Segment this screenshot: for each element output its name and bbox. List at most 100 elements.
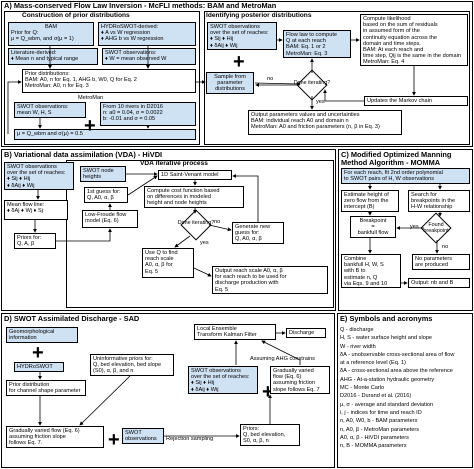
prior-line: BAM: A0, n for Eq. 1, AHG b, W0, Q for E… [25, 77, 137, 84]
symbol-item: AHG - At-a-station hydraulic geometry [340, 376, 435, 383]
gvf2-box: Gradually varied flow (Eq. 6) assuming f… [270, 366, 330, 394]
prior-line: Prior distributions: [25, 71, 70, 77]
uq-line: Eq. 5 [145, 268, 159, 275]
swot-node-box: SWOT node heights [80, 166, 126, 182]
flowlaw-line: Flow law to compute [286, 32, 337, 38]
flowlaw-box: Flow law to compute Q at each reach BAM:… [283, 30, 351, 58]
hydro-line: HYDRoSWOT-derived: [101, 24, 159, 30]
symbol-item: i, j - indices for time and reach ID [340, 409, 422, 416]
prior-distributions-box: Prior distributions: BAM: A0, n for Eq. … [22, 69, 196, 93]
yes-label-a: yes [316, 99, 325, 105]
identify-title: Identifying posterior distributions [206, 12, 312, 19]
fit-line: to SWOT pairs of H, W observations [344, 176, 435, 183]
est-line: zero flow from the [344, 198, 389, 205]
bp-line: = [371, 224, 375, 231]
priors-d-box: Priors: Q, bed elevation, S0, α, β, n [240, 424, 300, 446]
pb-line: Priors for: [17, 235, 42, 241]
g2-line: flow (Eq. 6) [273, 374, 302, 381]
saint-venant-box: 1D Saint-Venant model [158, 170, 232, 180]
bam-line: BAM [44, 24, 58, 30]
symbol-item: A0, α, β - HiVDI parameters [340, 434, 409, 441]
sod-line: observations [125, 436, 157, 443]
done-iterating-label-b: Done iterating? [177, 220, 215, 226]
symbols-list: Q - discharge H, S - water surface heigh… [340, 326, 472, 450]
oc-line: Output: nb and B [411, 280, 454, 286]
identify-section [204, 11, 470, 145]
lik-line: Compute likelihood [363, 16, 411, 22]
lik-line: in assumed form of the [363, 28, 420, 35]
no-params-box: No parameters are produced [412, 254, 470, 270]
ng-line: guess for: [235, 230, 260, 237]
b-reach-line: over the set of reaches: [7, 170, 66, 177]
prd-line: Q, bed elevation, [243, 432, 286, 439]
yes-label-c: yes [410, 224, 419, 230]
dis-line: Discharge [289, 330, 315, 336]
swotw-line: SWOT observations: [105, 50, 157, 56]
srd-line: ♦ Sij ♦ Hij [191, 380, 215, 387]
sv-line: 1D Saint-Venant model [161, 172, 219, 178]
sea-line: H-W relationship [411, 204, 453, 211]
lik-line: based on the sum of residuals [363, 22, 438, 29]
bam-box: BAM Prior for Q: μ = Q_wbm, and σ(μ = 1) [8, 22, 94, 46]
reach-line: ♦ δAij ♦ Wij [210, 42, 238, 49]
hydroswot-derived-box: HYDRoSWOT-derived: ♦ A vs W regression ♦… [98, 22, 196, 46]
cf-line: on differences in modeled [147, 194, 211, 201]
discharge-box: Discharge [286, 328, 326, 338]
geomorph-box: Geomorphological information [6, 327, 78, 343]
found-breakpoint-label: Found breakpoint [423, 222, 449, 234]
lik-line: MetroMan: Eq. 4 [363, 59, 405, 66]
rivers-line: n: a0 = 0.04, σ = 0.0022 [103, 110, 163, 117]
comb-line: estimate n, Q [344, 274, 378, 281]
prior-line: MetroMan: A0, n for Eq. 3 [25, 83, 89, 90]
cost-function-box: Compute cost function based on differenc… [144, 186, 244, 208]
bp-line: Breakpoint [359, 218, 387, 224]
construct-section [4, 11, 200, 145]
swot-reaches-box: SWOT observations over the set of reache… [207, 22, 277, 50]
lik-line: continuity equation across the [363, 34, 438, 41]
symbol-item: n, B - MOMMA parameters [340, 443, 407, 450]
flowlaw-line: BAM: Eq. 1 or 2 [286, 44, 326, 51]
comb-line: via Eqs. 9 and 10 [344, 280, 388, 287]
sample-line: Sample from [214, 74, 246, 80]
node-line: heights [83, 174, 102, 181]
lik-line: BAM: At each reach and [363, 47, 424, 54]
breakpoint-box: Breakpoint = bankfull flow [350, 216, 396, 238]
plus-icon: + [84, 115, 96, 137]
reach-line: ♦ Sij ♦ Hij [210, 36, 234, 43]
prior-dist-d-box: Prior distribution for channel shape par… [6, 380, 86, 396]
lik-line: time step, Qij is the same in the domain [363, 53, 461, 60]
plus-icon: + [262, 381, 274, 403]
symbol-item: W - river width [340, 343, 376, 350]
fg-line: 1st guess for: [87, 189, 121, 195]
lf-line: Low-Froude flow model (Eq. 6) [85, 212, 127, 225]
panel-b-title: B) Variational data assimilation (VDA) -… [4, 150, 163, 159]
construct-title: Construction of prior distributions [22, 12, 130, 19]
b-reach-line: ♦ Sij ♦ Hij [7, 176, 31, 183]
swot-reaches-box-b: SWOT observations over the set of reache… [4, 162, 74, 190]
out-line: Output parameters values and uncertainti… [251, 112, 360, 118]
rivers-box: From 10 rivers in D2016 n: a0 = 0.04, σ … [100, 102, 196, 126]
ek-line: Local Ensemble [197, 326, 237, 332]
un-line: (S0), α, β, and n [93, 368, 134, 375]
low-froude-box: Low-Froude flow model (Eq. 6) [82, 210, 138, 228]
panel-c-title: C) Modified Optimized Manning Method Alg… [341, 151, 469, 167]
sea-line: breakpoints in the [411, 198, 456, 205]
gvf-line: follows Eq. 7. [9, 440, 43, 447]
fit-box: For each reach, fit 2nd order polynomial… [341, 168, 470, 184]
b-reach-line: ♦ δAij ♦ Wij [7, 182, 35, 189]
output-params-box: Output parameters values and uncertainti… [248, 110, 402, 135]
g2-line: assuming friction [273, 380, 315, 387]
fg-line: Q, A0, α, β [87, 195, 114, 202]
srd-line: SWOT observations [191, 368, 241, 374]
geo-line: information [9, 335, 37, 342]
panel-c [338, 149, 473, 311]
plus-icon: + [32, 342, 44, 364]
bp-line: bankfull flow [357, 230, 389, 237]
b-reach-line: SWOT observations [7, 164, 57, 170]
panel-e-title: E) Symbols and acronyms [340, 314, 433, 323]
reach-line: over the set of reaches: [210, 30, 269, 37]
fit-line: For each reach, fit 2nd order polynomial [344, 170, 443, 176]
likelihood-box: Compute likelihood based on the sum of r… [360, 14, 468, 66]
mf-line: ♦ δAj ♦ Wj ♦ Sj [7, 208, 43, 215]
lit-line: Literature-derived: [11, 50, 57, 56]
